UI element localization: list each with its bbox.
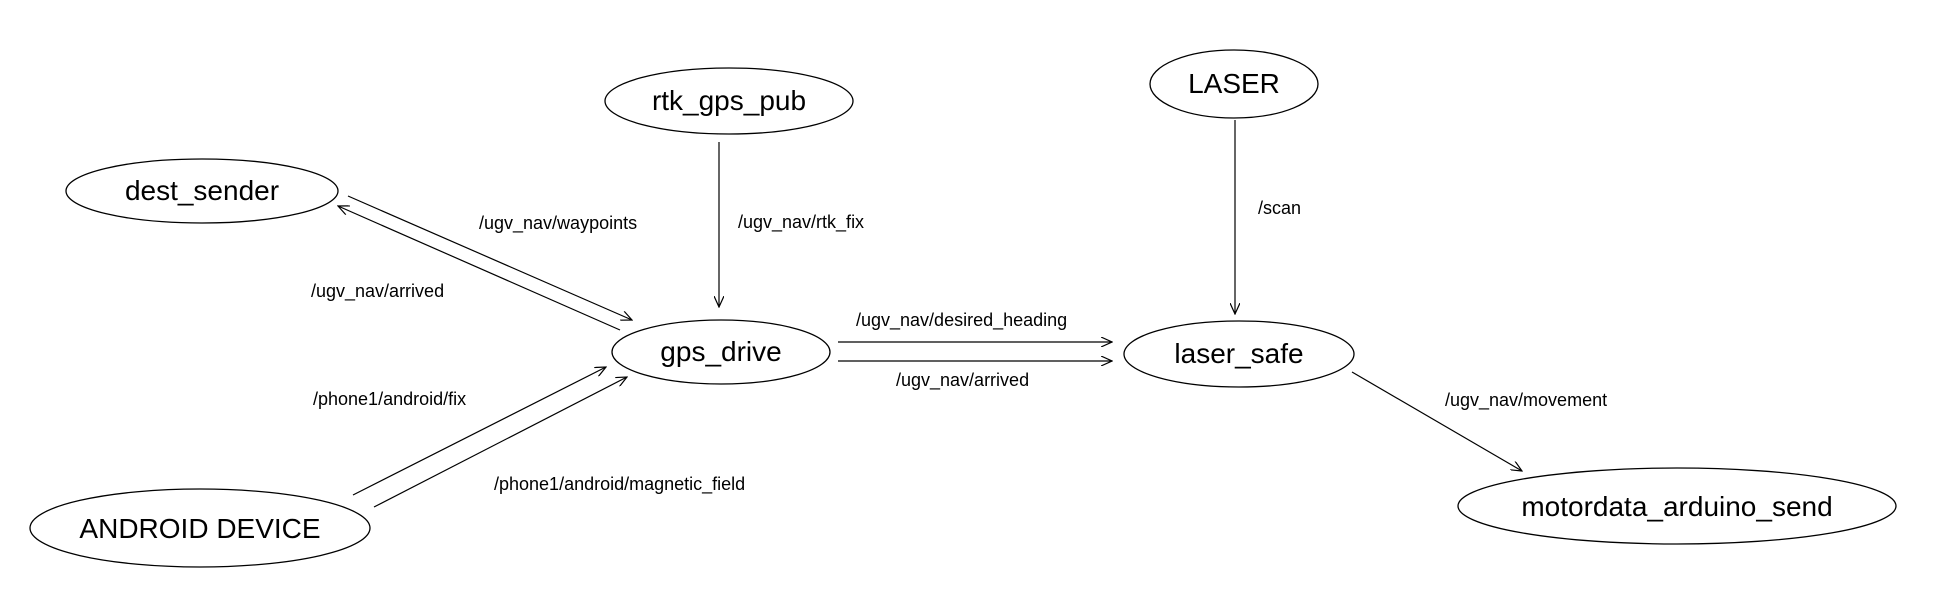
edge-label-movement: /ugv_nav/movement xyxy=(1445,390,1607,411)
edge-arrived-to-dest-sender xyxy=(338,206,621,331)
node-android-device[interactable]: ANDROID DEVICE xyxy=(29,488,371,568)
node-gps-drive[interactable]: gps_drive xyxy=(611,319,831,385)
node-label-laser-safe: laser_safe xyxy=(1174,338,1303,369)
edge-label-magnetic-field: /phone1/android/magnetic_field xyxy=(494,474,745,495)
edge-movement xyxy=(1351,371,1522,471)
node-label-android-device: ANDROID DEVICE xyxy=(79,513,320,544)
node-laser-safe[interactable]: laser_safe xyxy=(1123,320,1355,388)
node-laser[interactable]: LASER xyxy=(1149,49,1319,119)
edge-label-arrived-to-dest-sender: /ugv_nav/arrived xyxy=(311,281,444,302)
edge-label-waypoints: /ugv_nav/waypoints xyxy=(479,213,637,234)
edge-waypoints xyxy=(347,195,632,320)
edge-label-desired-heading: /ugv_nav/desired_heading xyxy=(856,310,1067,331)
edge-label-rtk-fix: /ugv_nav/rtk_fix xyxy=(738,212,864,233)
node-label-gps-drive: gps_drive xyxy=(660,336,781,367)
edge-label-android-fix: /phone1/android/fix xyxy=(313,389,466,409)
node-dest-sender[interactable]: dest_sender xyxy=(65,158,339,224)
node-label-rtk-gps-pub: rtk_gps_pub xyxy=(652,85,806,116)
edge-label-scan: /scan xyxy=(1258,198,1301,218)
edge-magnetic-field xyxy=(373,377,627,508)
node-rtk-gps-pub[interactable]: rtk_gps_pub xyxy=(604,67,854,135)
edge-label-arrived-to-laser-safe: /ugv_nav/arrived xyxy=(896,370,1029,391)
node-label-dest-sender: dest_sender xyxy=(125,175,279,206)
edge-android-fix xyxy=(352,367,606,496)
node-label-motordata-arduino-send: motordata_arduino_send xyxy=(1521,491,1832,522)
node-label-laser: LASER xyxy=(1188,68,1280,99)
node-motordata-arduino-send[interactable]: motordata_arduino_send xyxy=(1457,467,1897,545)
